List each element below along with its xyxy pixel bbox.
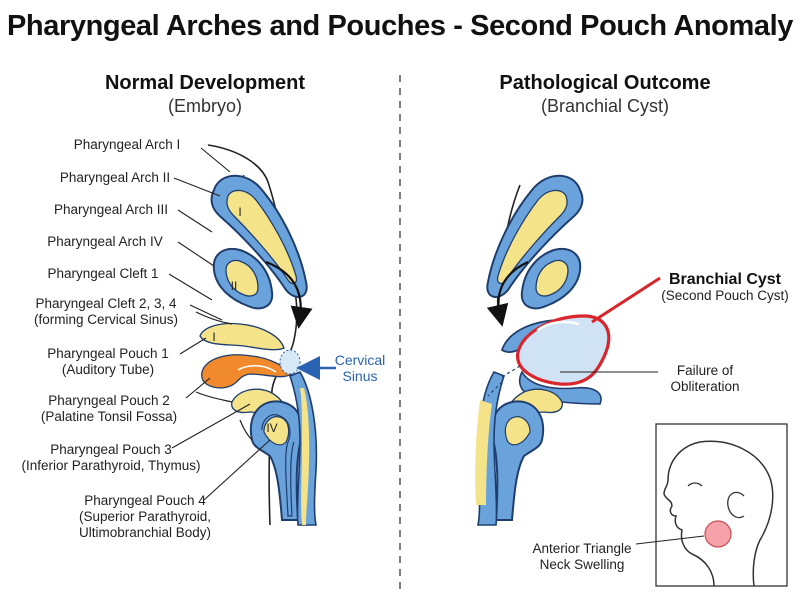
label-arch-2: Pharyngeal Arch II (59, 170, 171, 185)
migration-arrow (265, 260, 313, 329)
pouch-1-numeral: I (212, 330, 215, 344)
label-pouch-1: Pharyngeal Pouch 1(Auditory Tube) (47, 346, 169, 377)
pouch-2-inner (237, 365, 277, 373)
arch-4-core (261, 414, 295, 517)
pharyngeal-pouch-2 (201, 354, 294, 389)
pathological-drawing (475, 174, 661, 526)
head-profile (663, 441, 715, 587)
neck-swelling (704, 520, 732, 548)
arch-4-core-fill (263, 416, 290, 446)
obliteration-dashes (499, 365, 521, 379)
posterior-column-yellow (300, 388, 310, 525)
pathological-outcome-title: Pathological Outcome (499, 72, 711, 94)
path-posterior-yellow (475, 400, 492, 505)
label-pouch-3: Pharyngeal Pouch 3(Inferior Parathyroid,… (21, 442, 201, 473)
branchial-cyst (516, 314, 611, 386)
label-cleft-234: Pharyngeal Cleft 2, 3, 4(forming Cervica… (33, 296, 179, 327)
label-arch-3: Pharyngeal Arch III (53, 202, 169, 217)
path-arch-2-core (535, 259, 569, 297)
pathological-outcome-subtitle: (Branchial Cyst) (540, 96, 670, 116)
label-arch-1: Pharyngeal Arch I (73, 137, 181, 152)
eye (687, 482, 703, 487)
arch-1-numeral: I (238, 205, 241, 219)
normal-development-title: Normal Development (104, 72, 306, 94)
pharyngeal-pouch-1 (199, 322, 285, 351)
cyst-indicator-line (591, 276, 661, 324)
pathological-outcome-heading: Pathological Outcome (Branchial Cyst) (455, 72, 755, 118)
lateral-tissue (195, 311, 253, 441)
cyst-highlight (536, 320, 580, 332)
neck-swelling-leader (635, 535, 705, 545)
normal-development-subtitle: (Embryo) (167, 96, 242, 116)
path-migration-arrow (486, 260, 529, 327)
ear (727, 491, 745, 519)
cervical-sinus (279, 349, 301, 375)
head-back (699, 440, 774, 587)
neck-inset (635, 423, 788, 587)
label-pouch-4: Pharyngeal Pouch 4(Superior Parathyroid,… (78, 493, 212, 540)
inset-frame (655, 423, 788, 587)
path-arch-1-core (496, 189, 568, 285)
left-leader-lines (168, 147, 271, 501)
arch-2-core (225, 259, 259, 297)
page-title: Pharyngeal Arches and Pouches - Second P… (6, 10, 794, 42)
label-arch-4: Pharyngeal Arch IV (47, 234, 163, 249)
arch-2-numeral: II (231, 279, 238, 293)
normal-embryo-drawing: I II I IV (195, 144, 336, 526)
label-cleft-1: Pharyngeal Cleft 1 (47, 266, 159, 281)
label-branchial-cyst: Branchial Cyst(Second Pouch Cyst) (661, 271, 789, 304)
path-arch-4-core (504, 416, 531, 446)
label-pouch-2: Pharyngeal Pouch 2(Palatine Tonsil Fossa… (40, 393, 178, 424)
normal-development-heading: Normal Development (Embryo) (60, 72, 350, 118)
arch-4-numeral: IV (266, 421, 277, 435)
